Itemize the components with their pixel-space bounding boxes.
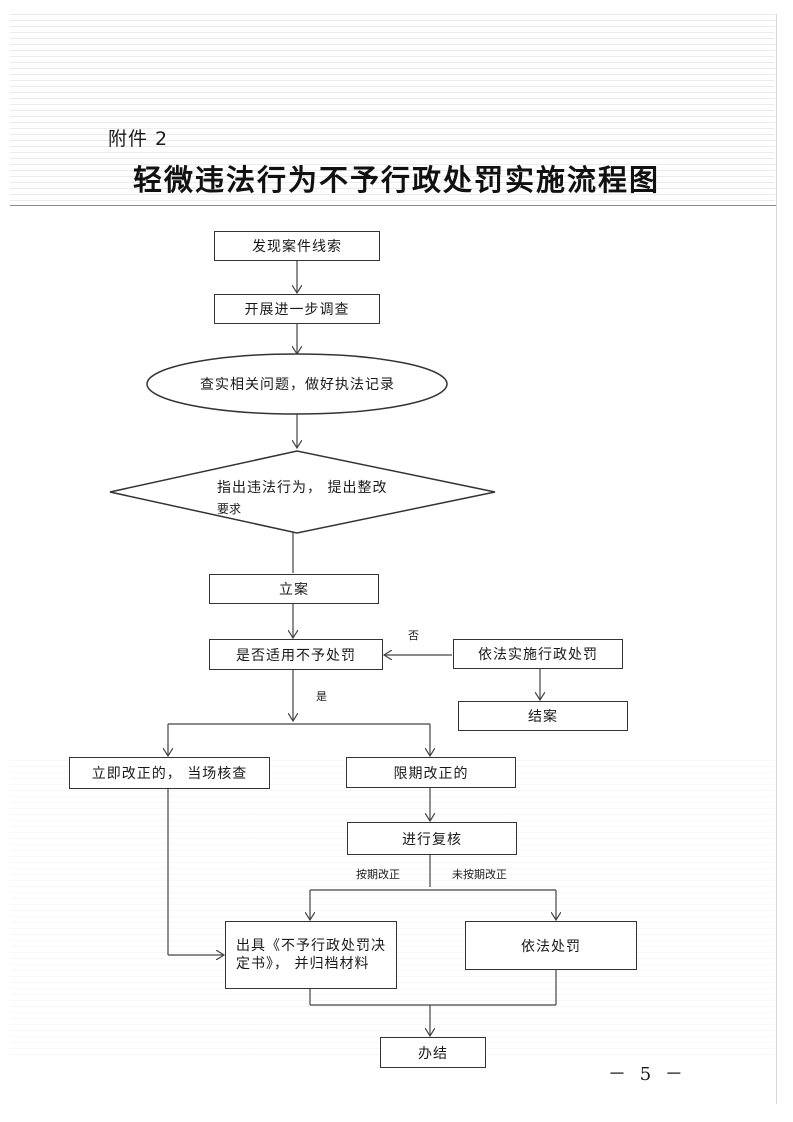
title-divider [10,205,776,206]
node-applicable: 是否适用不予处罚 [209,639,383,670]
node-penalize-by-law: 依法实施行政处罚 [453,639,623,669]
node-pointout-text: 指出违法行为， 提出整改 [217,480,388,496]
node-issue-decision: 出具《不予行政处罚决定书》， 并归档材料 [225,921,397,989]
node-pointout-text-2: 要求 [217,502,242,516]
page-number: － 5 － [608,1064,687,1085]
node-recheck: 进行复核 [347,822,517,855]
document-title: 轻微违法行为不予行政处罚实施流程图 [132,163,660,197]
pointout-diamond [109,450,496,534]
node-discover: 发现案件线索 [214,231,380,261]
scan-background-top [10,14,775,204]
node-close-case: 结案 [458,701,628,731]
node-file-case: 立案 [209,574,379,604]
edge-label-fixed-on-time: 按期改正 [356,868,400,881]
node-punish: 依法处罚 [465,921,637,970]
edge-label-not-fixed-on-time: 未按期改正 [452,868,507,881]
node-immediate-fix: 立即改正的， 当场核查 [69,757,270,789]
page-edge [776,14,777,1104]
node-finish: 办结 [380,1037,486,1068]
node-investigate: 开展进一步调查 [214,294,380,324]
edge-label-no: 否 [408,629,419,642]
edge-label-yes: 是 [316,690,327,703]
node-verify-text: 查实相关问题，做好执法记录 [200,377,395,393]
verify-ellipse [146,353,448,415]
attachment-label: 附件 2 [108,128,169,150]
scan-background-bottom [10,760,775,1060]
node-deadline-fix: 限期改正的 [346,757,516,788]
